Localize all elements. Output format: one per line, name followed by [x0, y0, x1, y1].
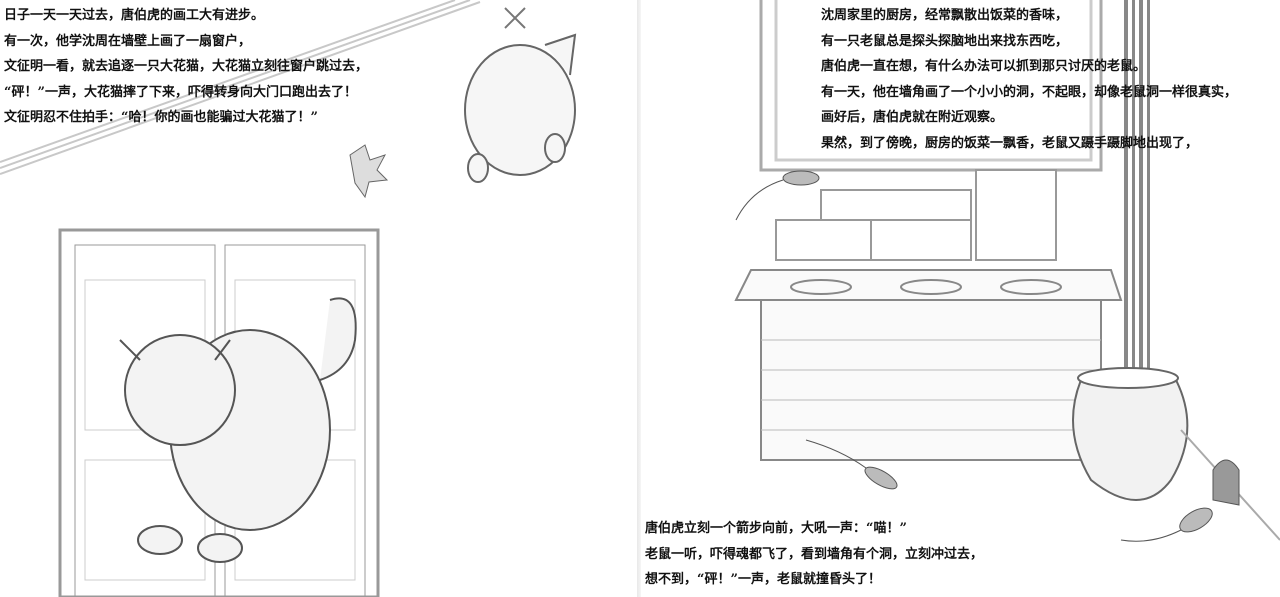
stove-counter — [734, 269, 1123, 461]
text-line: 想不到，“砰！”一声，老鼠就撞昏头了！ — [645, 572, 881, 587]
left-illustration — [0, 0, 577, 597]
pillar — [1124, 0, 1150, 370]
right-story-text-top: 沈周家里的厨房，经常飘散出饭菜的香味， 有一只老鼠总是探头探脑地出来找东西吃， … — [821, 3, 1237, 156]
text-line: 文征明忍不住拍手：“哈！你的画也能骗过大花猫了！” — [4, 110, 318, 125]
text-line: 老鼠一听，吓得魂都飞了，看到墙角有个洞，立刻冲过去， — [645, 546, 984, 562]
text-line: 唐伯虎立刻一个箭步向前，大吼一声：“喵！” — [645, 521, 907, 536]
text-line: 画好后，唐伯虎就在附近观察。 — [821, 110, 1004, 125]
page-gutter — [637, 0, 641, 597]
text-line: 果然，到了傍晚，厨房的饭菜一飘香，老鼠又蹑手蹑脚地出现了， — [821, 135, 1199, 151]
maple-leaf-icon — [349, 144, 389, 199]
text-line: 日子一天一天过去，唐伯虎的画工大有进步。 — [4, 8, 265, 23]
left-story-text: 日子一天一天过去，唐伯虎的画工大有进步。 有一次，他学沈周在墙壁上画了一扇窗户，… — [4, 3, 368, 131]
text-line: 有一天，他在墙角画了一个小小的洞，不起眼，却像老鼠洞一样很真实， — [821, 84, 1238, 100]
water-jar — [1072, 379, 1189, 501]
left-page: 日子一天一天过去，唐伯虎的画工大有进步。 有一次，他学沈周在墙壁上画了一扇窗户，… — [0, 0, 637, 597]
tiger-cat-drawing — [119, 297, 357, 563]
text-line: 有一次，他学沈周在墙壁上画了一扇窗户， — [4, 33, 252, 49]
kitchen-shelf — [775, 169, 1057, 261]
text-line: 有一只老鼠总是探头探脑地出来找东西吃， — [821, 33, 1069, 49]
right-story-text-bottom: 唐伯虎立刻一个箭步向前，大吼一声：“喵！” 老鼠一听，吓得魂都飞了，看到墙角有个… — [645, 516, 983, 593]
right-illustration — [734, 0, 1280, 542]
painted-mouse-hole — [1212, 459, 1240, 506]
painted-wall-diagonal — [0, 0, 481, 175]
window-frame — [759, 0, 1103, 172]
text-line: 沈周家里的厨房，经常飘散出饭菜的香味， — [821, 8, 1069, 23]
text-line: 唐伯虎一直在想，有什么办法可以抓到那只讨厌的老鼠。 — [821, 59, 1147, 74]
text-line: “砰！”一声，大花猫摔了下来，吓得转身向大门口跑出去了！ — [4, 84, 357, 100]
right-page: 沈周家里的厨房，经常飘散出饭菜的香味， 有一只老鼠总是探头探脑地出来找东西吃， … — [641, 0, 1280, 597]
text-line: 文征明一看，就去追逐一只大花猫，大花猫立刻往窗户跳过去， — [4, 59, 369, 74]
mouse-drawing — [735, 170, 1213, 542]
running-cat-drawing — [464, 7, 577, 183]
